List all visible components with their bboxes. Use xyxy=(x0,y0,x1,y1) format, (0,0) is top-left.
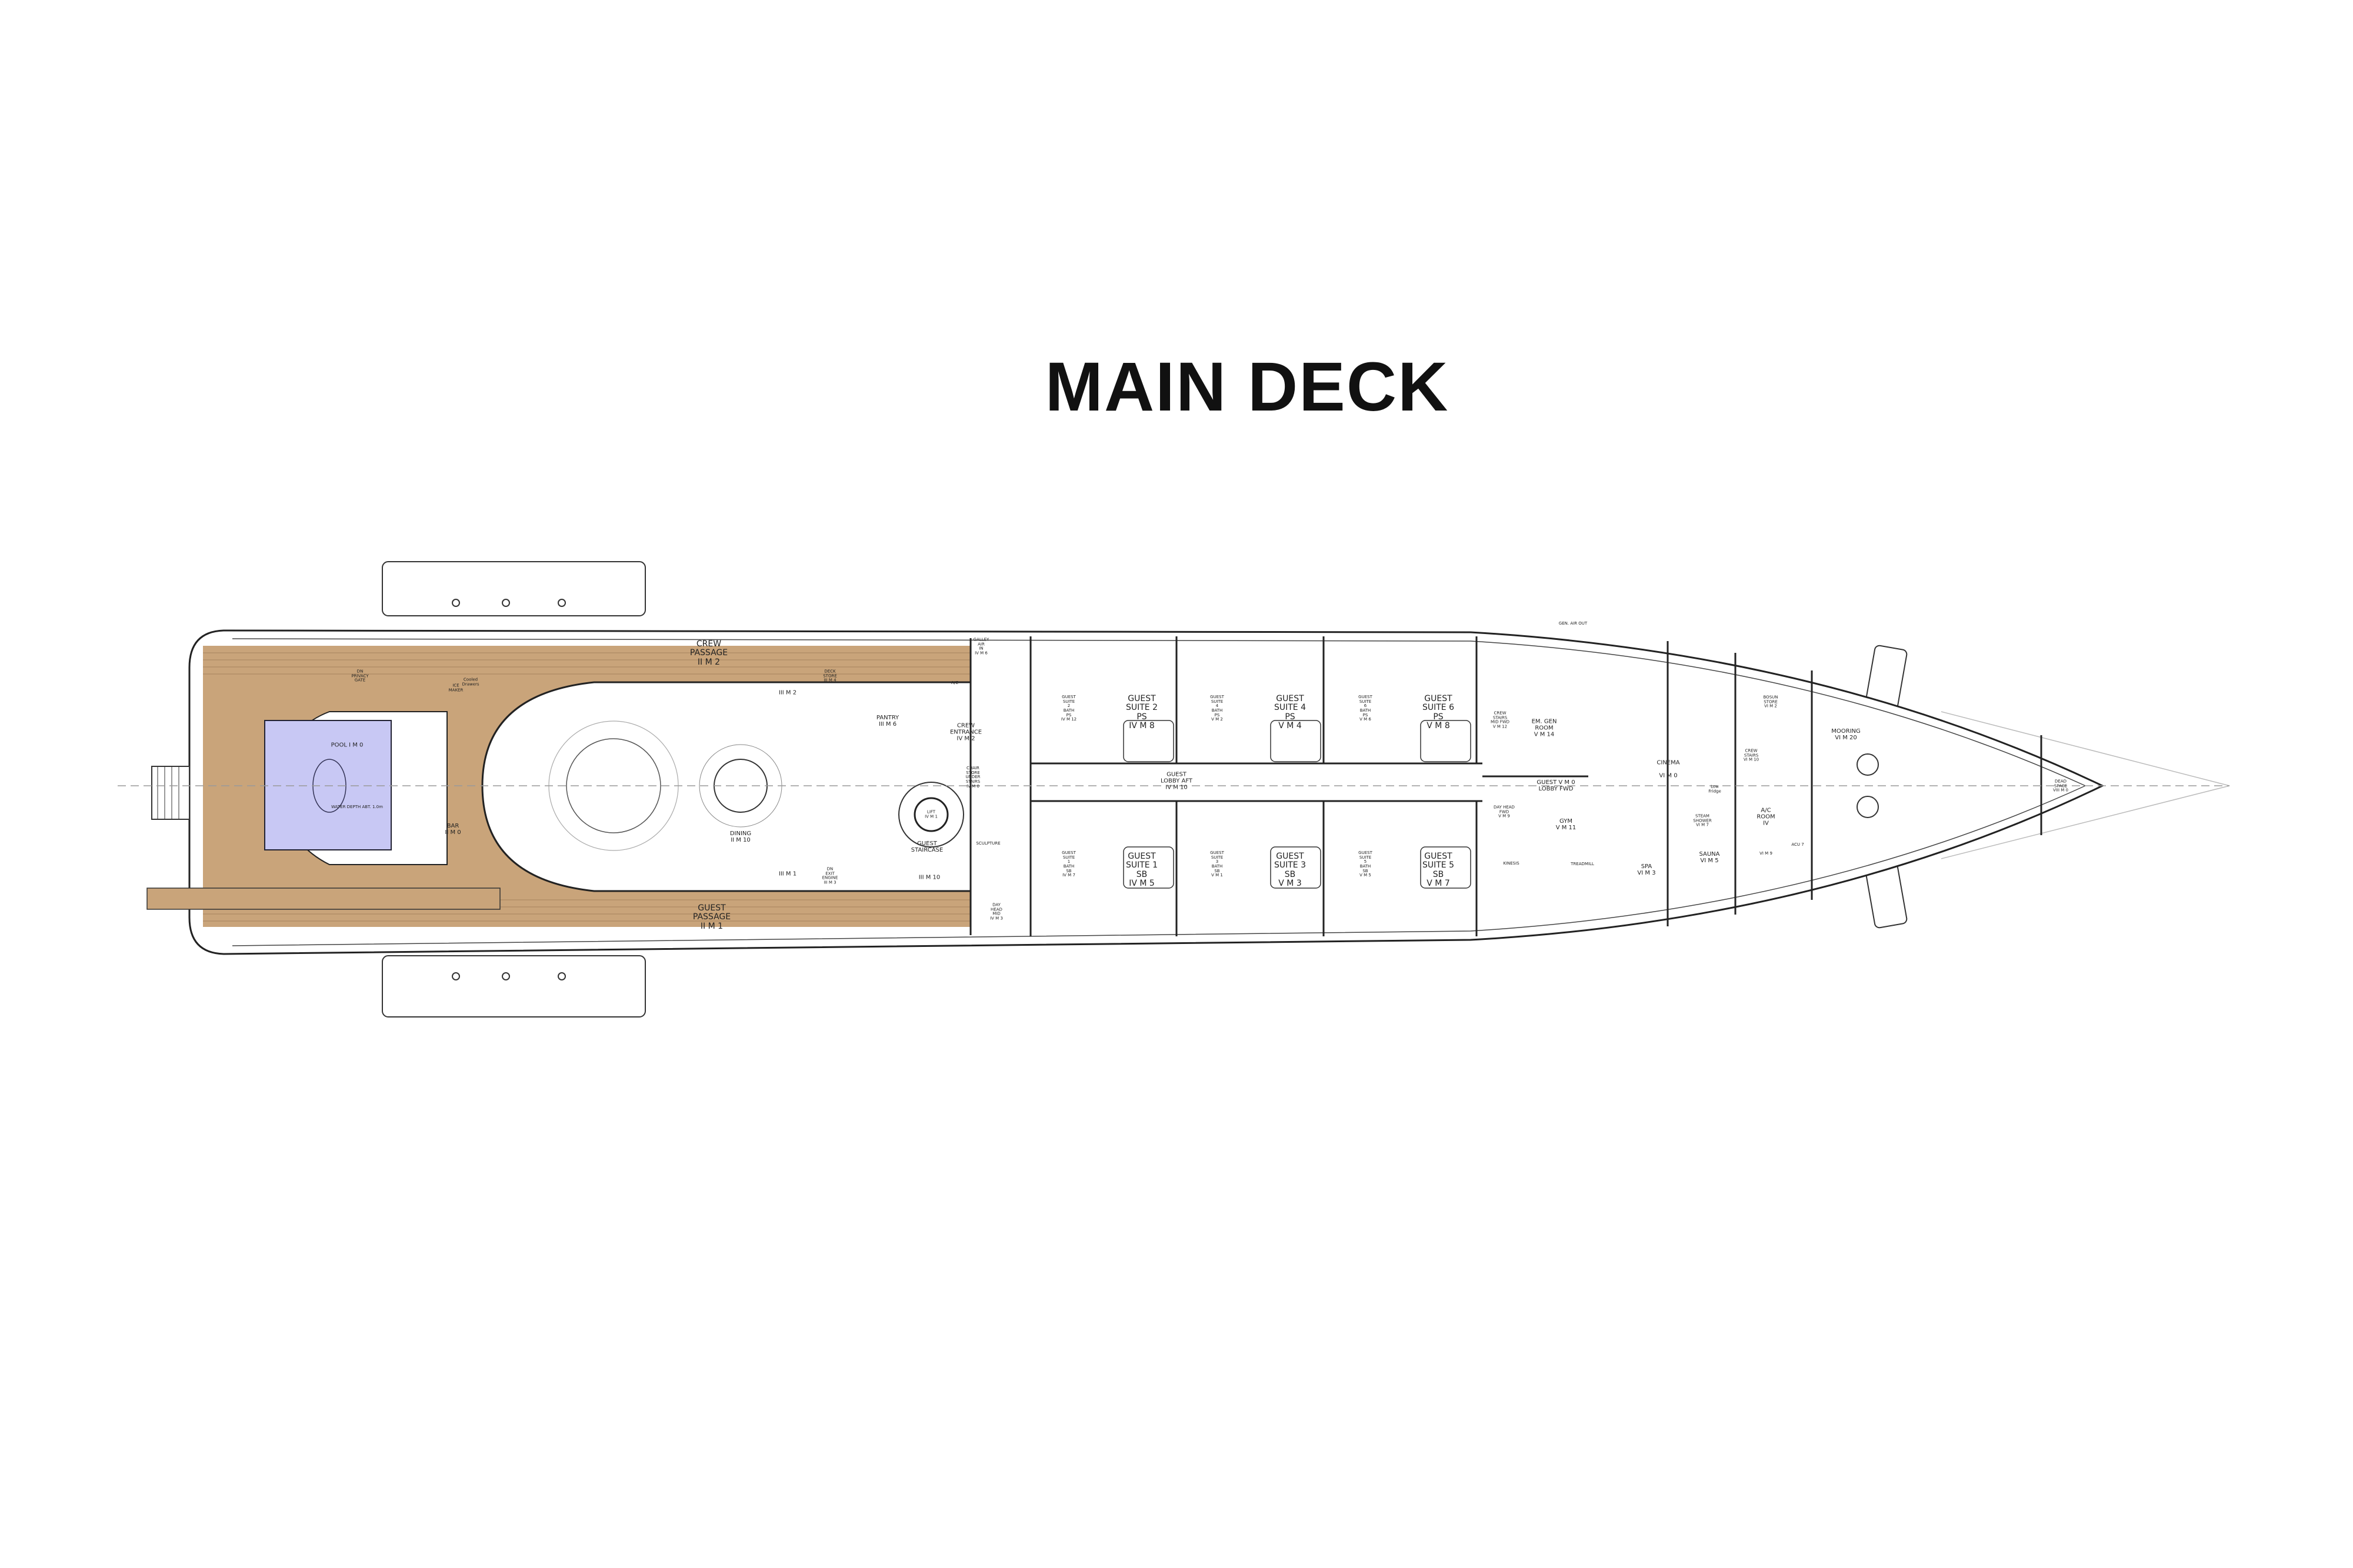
dining-saloon xyxy=(481,681,972,892)
label-cooled-drawers: Cooled Drawers xyxy=(462,677,479,686)
label-pantry: PANTRY III M 6 xyxy=(876,715,899,728)
label-bath-1: GUEST SUITE 1 BATH SB IV M 7 xyxy=(1062,850,1076,878)
label-crew-stairs-fwd: CREW STAIRS VI M 10 xyxy=(1743,748,1759,762)
label-guest-suite-5: GUEST SUITE 5 SB V M 7 xyxy=(1422,852,1455,889)
label-exit-engine: DN EXIT ENGINE III M 3 xyxy=(822,866,838,885)
label-bath-6: GUEST SUITE 6 BATH PS V M 6 xyxy=(1358,694,1372,722)
label-guest-suite-2: GUEST SUITE 2 PS IV M 8 xyxy=(1125,694,1158,731)
label-guest-lobby-aft: GUEST LOBBY AFT IV M 10 xyxy=(1160,771,1193,791)
label-crew-stairs-mid-fwd: CREW STAIRS MID FWD V M 12 xyxy=(1490,710,1510,729)
label-spa: SPA VI M 3 xyxy=(1637,863,1656,876)
label-guest-suite-1: GUEST SUITE 1 SB IV M 5 xyxy=(1125,852,1158,889)
label-vi-m-9: VI M 9 xyxy=(1759,851,1772,856)
label-guest-staircase: GUEST STAIRCASE xyxy=(911,840,944,853)
label-water-depth: WATER DEPTH ABT. 1.0m xyxy=(331,805,383,810)
label-bath-4: GUEST SUITE 4 BATH PS V M 2 xyxy=(1210,694,1224,722)
label-chair-store: CHAIR STORE UNDER STAIRS IV M 0 xyxy=(965,765,981,789)
label-gym: GYM V M 11 xyxy=(1555,818,1577,831)
label-iii-m-2: III M 2 xyxy=(778,689,797,696)
round-table xyxy=(566,738,661,833)
label-treadmill: TREADMILL xyxy=(1571,862,1594,867)
label-ice-maker: ICE MAKER xyxy=(448,683,464,692)
label-galley-air-in: GALLEY AIR IN IV M 6 xyxy=(973,637,989,656)
label-bath-2: GUEST SUITE 2 BATH PS IV M 12 xyxy=(1061,694,1077,722)
label-ac: A/C xyxy=(951,680,959,686)
gangway xyxy=(146,888,501,910)
label-guest-suite-4: GUEST SUITE 4 PS V M 4 xyxy=(1274,694,1307,731)
pool xyxy=(264,720,392,850)
label-day-head-mid: DAY HEAD MID IV M 3 xyxy=(990,902,1003,921)
page-title: MAIN DECK xyxy=(1045,348,1449,426)
swim-platform-stairs xyxy=(151,766,190,820)
label-cinema: CINEMA VI M 0 xyxy=(1657,759,1680,779)
label-low-fridge: Low Fridge xyxy=(1708,784,1721,793)
label-guest-suite-3: GUEST SUITE 3 SB V M 3 xyxy=(1274,852,1307,889)
label-day-head-fwd: DAY HEAD FWD V M 9 xyxy=(1494,805,1515,819)
label-iii-m-1: III M 1 xyxy=(778,870,797,878)
label-dead-space: DEAD SPACE VIII M 0 xyxy=(2053,779,2068,793)
label-crew-passage: CREW PASSAGE II M 2 xyxy=(689,639,728,667)
guest-staircase-spiral xyxy=(898,782,964,848)
label-bath-3: GUEST SUITE 3 BATH SB V M 1 xyxy=(1210,850,1224,878)
label-sculpture: SCULPTURE xyxy=(976,841,1001,846)
label-gen-air-out: GEN. AIR OUT xyxy=(1558,621,1588,626)
label-steam-shower: STEAM SHOWER VI M 7 xyxy=(1693,813,1712,828)
label-crew-entrance: CREW ENTRANCE IV M 2 xyxy=(949,722,982,742)
label-bath-5: GUEST SUITE 5 BATH SB V M 5 xyxy=(1358,850,1372,878)
label-acu-7: ACU 7 xyxy=(1791,842,1804,848)
label-deck-store: DECK STORE III M 4 xyxy=(823,669,837,683)
label-guest-passage: GUEST PASSAGE II M 1 xyxy=(692,903,731,931)
stabilizer-fin-stbd xyxy=(382,955,646,1017)
label-lift: LIFT IV M 1 xyxy=(925,809,938,819)
stabilizer-fin-port xyxy=(382,561,646,616)
label-sauna: SAUNA VI M 5 xyxy=(1699,851,1720,864)
label-pool: POOL I M 0 xyxy=(331,742,364,749)
label-privacy-gate: DN PRIVACY GATE xyxy=(351,669,369,683)
label-bosun-store: BOSUN STORE VI M 2 xyxy=(1763,695,1778,709)
label-ac-room: A/C ROOM IV xyxy=(1757,807,1775,827)
label-guest-lobby-fwd: GUEST V M 0 LOBBY FWD xyxy=(1537,779,1575,792)
label-dining: DINING II M 10 xyxy=(729,830,752,843)
label-guest-suite-6: GUEST SUITE 6 PS V M 8 xyxy=(1422,694,1455,731)
label-bar: BAR II M 0 xyxy=(445,823,461,836)
label-kinesis: KINESIS xyxy=(1503,861,1519,866)
label-iii-m-10: III M 10 xyxy=(918,874,941,881)
label-em-gen-room: EM. GEN ROOM V M 14 xyxy=(1531,718,1557,738)
label-mooring: MOORING VI M 20 xyxy=(1831,728,1861,741)
